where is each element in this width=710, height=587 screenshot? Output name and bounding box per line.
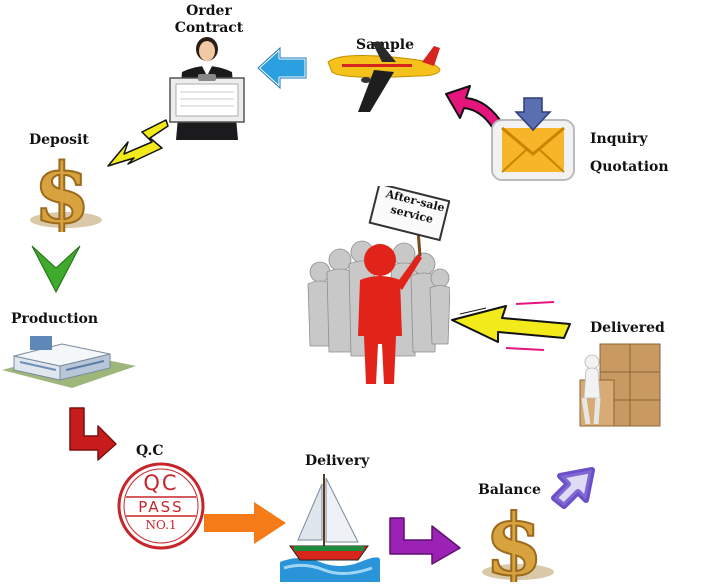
airplane-image [322,40,444,114]
production-label: Production [11,311,99,327]
yellow-left-arrow-icon [446,296,574,358]
businesswoman-clipboard-image [168,36,246,140]
order-label-line: Order [186,3,232,19]
dollar-sign-icon-deposit: $ [22,152,106,232]
qc-stamp-middle-text: PASS [138,498,184,516]
balance-label: Balance [478,482,541,498]
delivered-boxes-image [576,338,668,430]
envelope-icon [490,96,576,182]
factory-building-image [0,330,138,392]
qc-stamp-top-text: QC [143,471,179,495]
violet-up-arrow-icon [546,440,616,510]
svg-text:$: $ [33,152,90,232]
deposit-label: Deposit [29,132,89,148]
dollar-sign-icon-balance: $ [474,500,558,582]
delivered-label: Delivered [590,320,665,336]
orange-arrow-icon [202,498,288,548]
contract-label-line: Contract [174,20,244,36]
magenta-arrow-icon [442,74,510,134]
sample-label: Sample [356,37,415,53]
after-sale-service-figures: After-sale service [300,186,450,386]
red-bent-arrow-icon [66,404,120,462]
yellow-zigzag-arrow-icon [104,112,170,174]
qc-stamp-bottom-text: NO.1 [145,518,177,532]
inquiry-label: Inquiry [590,131,648,147]
svg-text:$: $ [485,500,543,582]
delivery-label: Delivery [305,453,370,469]
qc-pass-stamp: QC PASS NO.1 [116,461,206,551]
quotation-label: Quotation [590,159,669,175]
blue-arrow-icon [254,42,312,92]
green-down-arrow-icon [30,242,82,294]
sailboat-image [280,470,380,582]
purple-bent-arrow-icon [386,512,464,566]
qc-label: Q.C [136,443,164,459]
order-contract-label: Order Contract [174,3,244,37]
